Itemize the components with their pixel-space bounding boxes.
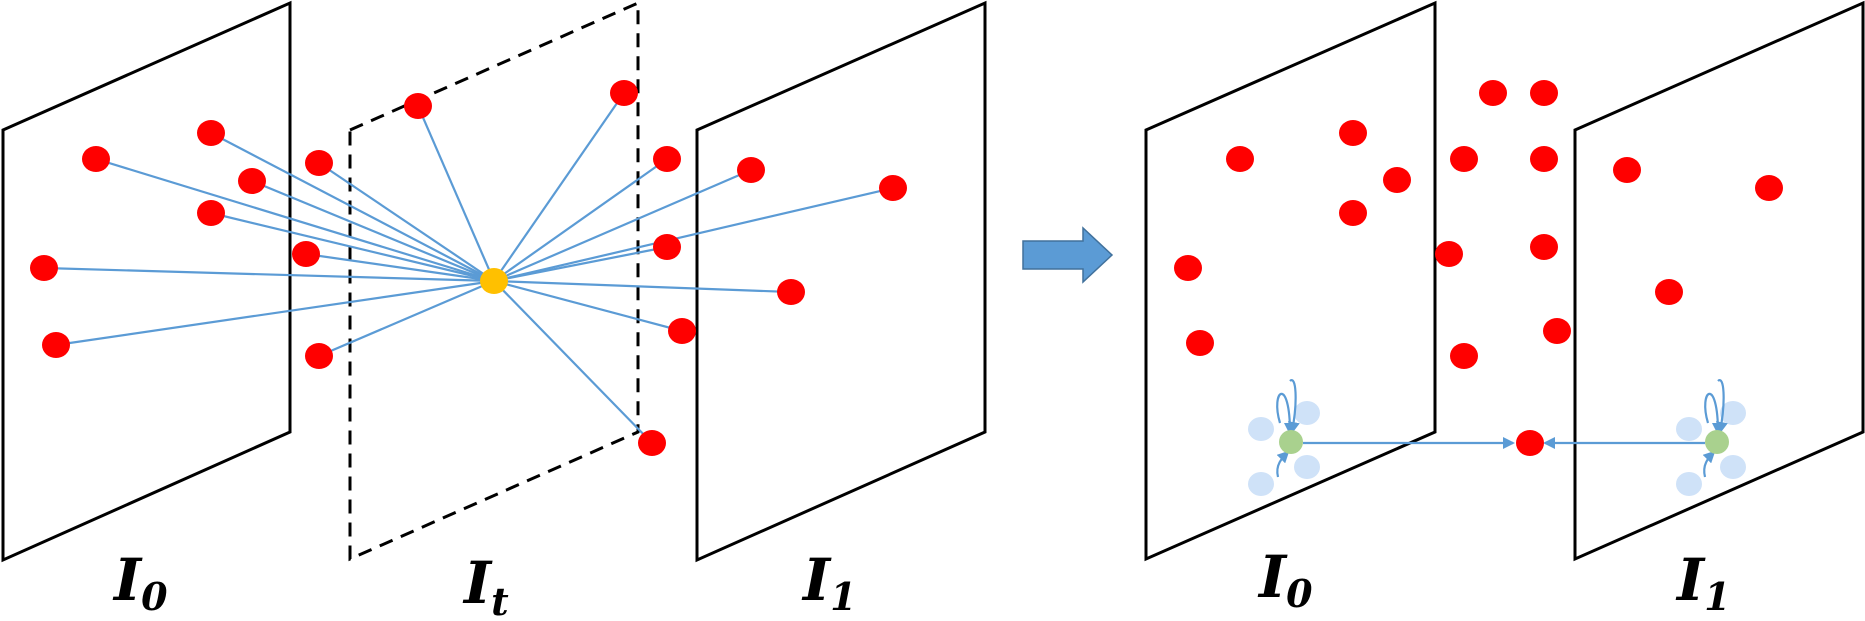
point-marker [879,175,907,201]
point-marker [1226,146,1254,172]
frame-i0-left [1,0,292,563]
point-marker [653,234,681,260]
point-marker [404,93,432,119]
correspondence-ray [493,279,792,294]
point-marker [1543,318,1571,344]
halo-icon [1676,472,1702,496]
target-point-red [1516,430,1544,456]
correspondence-ray [251,179,495,283]
point-marker [197,120,225,146]
point-marker [1530,234,1558,260]
frame-it-dashed [348,0,640,562]
point-marker [1450,343,1478,369]
point-marker [30,255,58,281]
point-marker [1755,175,1783,201]
label-i0-left: I0 [112,546,168,619]
feature-cluster-i1 [1676,379,1746,496]
point-marker [1530,80,1558,106]
correspondence-ray [43,266,495,283]
point-marker [1174,255,1202,281]
point-marker [737,157,765,183]
point-marker [610,80,638,106]
correspondence-ray [210,132,495,282]
correspondence-ray [416,105,496,282]
label-it: It [462,549,509,621]
correspondence-ray [55,279,495,347]
point-marker [1613,157,1641,183]
point-marker [1655,279,1683,305]
right-points [1174,80,1783,369]
correspondence-ray [210,211,495,283]
point-marker [653,146,681,172]
point-marker [82,146,110,172]
correspondence-ray [95,157,495,283]
halo-icon [1248,417,1274,441]
point-marker [638,430,666,456]
point-marker [1383,167,1411,193]
point-marker [305,343,333,369]
right-panel [1144,0,1865,562]
left-panel [1,0,987,563]
feature-point-i1 [1705,430,1729,454]
point-marker [1339,120,1367,146]
point-marker [1479,80,1507,106]
label-i1-right: I1 [1675,546,1731,619]
point-marker [668,318,696,344]
correspondence-ray [493,92,625,282]
point-marker [1339,200,1367,226]
point-marker [1186,330,1214,356]
point-marker [1450,146,1478,172]
halo-icon [1720,455,1746,479]
correspondence-ray [493,279,683,333]
halo-icon [1294,401,1320,425]
point-marker [1435,241,1463,267]
point-marker [197,200,225,226]
point-marker [238,168,266,194]
point-marker [305,150,333,176]
halo-icon [1294,455,1320,479]
correspondence-ray [493,158,668,282]
point-marker [777,279,805,305]
point-marker [292,241,320,267]
correspondence-ray [493,186,894,283]
label-i1-left: I1 [801,546,857,619]
frame-i0-right [1144,0,1437,562]
target-point [480,268,508,294]
feature-cluster-i0 [1248,379,1320,496]
halo-icon [1248,472,1274,496]
correspondence-ray [305,252,495,283]
frame-i1-left [695,0,987,563]
point-marker [1530,146,1558,172]
transition-arrow [1022,226,1114,284]
point-marker [42,332,70,358]
correspondence-ray [318,279,495,358]
frame-i1-right [1573,0,1865,562]
correspondence-rays [43,92,894,444]
correspondence-ray [318,162,495,282]
correspondence-ray [493,280,653,444]
halo-icon [1720,401,1746,425]
correspondence-ray [493,168,752,283]
label-i0-right: I0 [1257,543,1313,616]
feature-point-i0 [1279,430,1303,454]
halo-icon [1676,417,1702,441]
left-points [30,80,907,456]
